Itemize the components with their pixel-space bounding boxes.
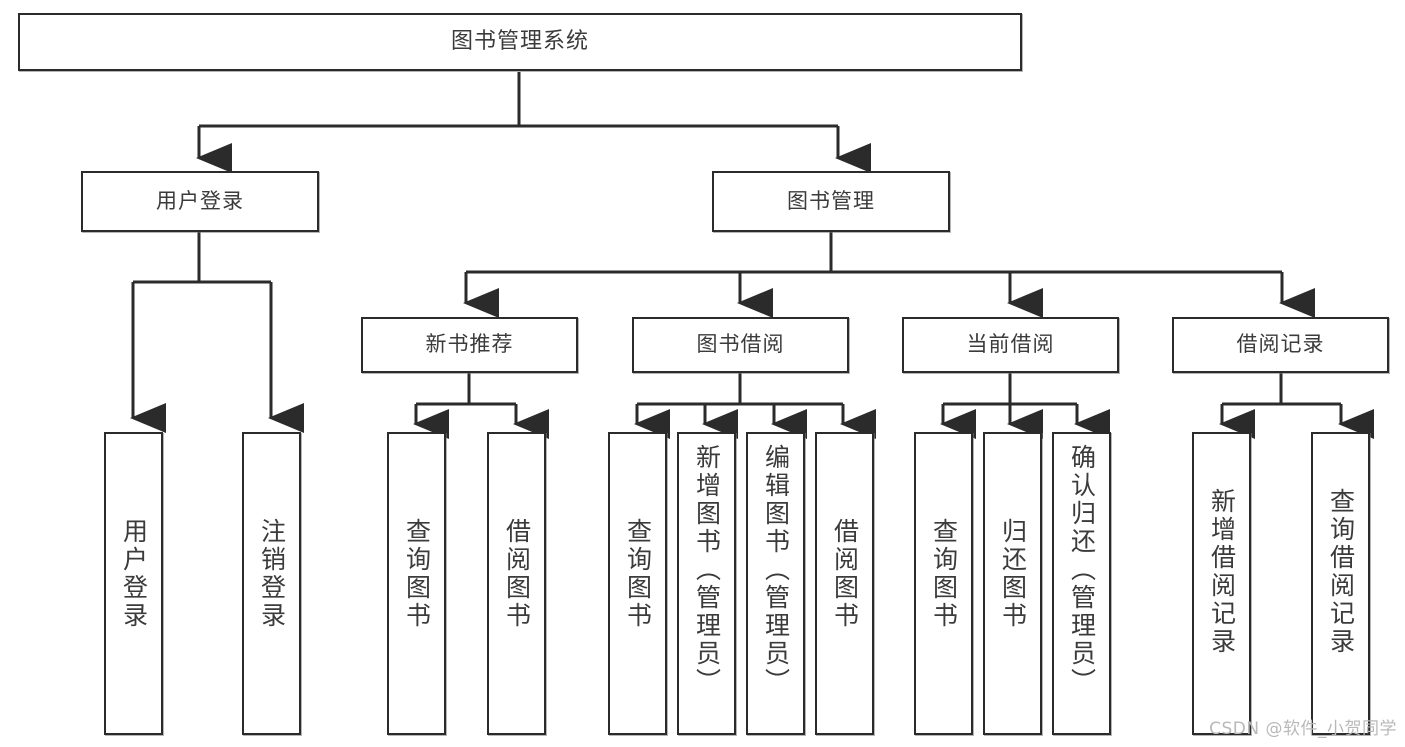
node-leaf-query-record-label: 查询借阅记录 <box>1326 488 1356 656</box>
node-new-book-recommend[interactable]: 新书推荐 <box>361 317 578 373</box>
node-leaf-user-login[interactable]: 用户登录 <box>104 432 163 735</box>
node-leaf-query-book-2[interactable]: 查询图书 <box>608 432 667 735</box>
node-leaf-add-book-label: 新增图书（管理员） <box>692 444 722 696</box>
node-leaf-query-book-1[interactable]: 查询图书 <box>387 432 446 735</box>
node-leaf-query-book-3[interactable]: 查询图书 <box>914 432 973 735</box>
node-leaf-edit-book[interactable]: 编辑图书（管理员） <box>746 432 805 735</box>
node-current-borrow[interactable]: 当前借阅 <box>902 317 1119 373</box>
node-root-label: 图书管理系统 <box>450 28 589 54</box>
node-leaf-return-book[interactable]: 归还图书 <box>983 432 1042 735</box>
node-leaf-query-book-1-label: 查询图书 <box>402 518 432 630</box>
node-leaf-add-book[interactable]: 新增图书（管理员） <box>677 432 736 735</box>
node-leaf-logout-login[interactable]: 注销登录 <box>242 432 301 735</box>
node-leaf-borrow-book-1-label: 借阅图书 <box>502 518 532 630</box>
node-book-borrow[interactable]: 图书借阅 <box>632 317 849 373</box>
node-leaf-edit-book-label: 编辑图书（管理员） <box>761 444 791 696</box>
node-leaf-query-record[interactable]: 查询借阅记录 <box>1311 432 1370 735</box>
node-leaf-add-record[interactable]: 新增借阅记录 <box>1192 432 1251 735</box>
node-borrow-records-label: 借阅记录 <box>1236 332 1325 357</box>
node-borrow-records[interactable]: 借阅记录 <box>1172 317 1389 373</box>
node-leaf-confirm-return[interactable]: 确认归还（管理员） <box>1052 432 1111 735</box>
node-leaf-confirm-return-label: 确认归还（管理员） <box>1067 444 1097 696</box>
node-book-management-label: 图书管理 <box>787 188 875 213</box>
node-leaf-user-login-label: 用户登录 <box>119 518 149 630</box>
node-book-borrow-label: 图书借阅 <box>696 332 785 357</box>
node-leaf-return-book-label: 归还图书 <box>998 518 1028 630</box>
node-leaf-borrow-book-1[interactable]: 借阅图书 <box>487 432 546 735</box>
node-root[interactable]: 图书管理系统 <box>18 13 1022 71</box>
node-leaf-query-book-2-label: 查询图书 <box>623 518 653 630</box>
node-user-login-label: 用户登录 <box>156 188 244 213</box>
node-leaf-borrow-book-2-label: 借阅图书 <box>830 518 860 630</box>
node-leaf-logout-login-label: 注销登录 <box>257 518 287 630</box>
node-leaf-query-book-3-label: 查询图书 <box>929 518 959 630</box>
node-book-management[interactable]: 图书管理 <box>712 171 950 232</box>
watermark-text: CSDN @软件_小贺同学 <box>1209 719 1397 739</box>
node-current-borrow-label: 当前借阅 <box>966 332 1055 357</box>
node-leaf-borrow-book-2[interactable]: 借阅图书 <box>815 432 874 735</box>
node-user-login[interactable]: 用户登录 <box>81 171 319 232</box>
node-leaf-add-record-label: 新增借阅记录 <box>1207 488 1237 656</box>
node-new-book-recommend-label: 新书推荐 <box>425 332 514 357</box>
